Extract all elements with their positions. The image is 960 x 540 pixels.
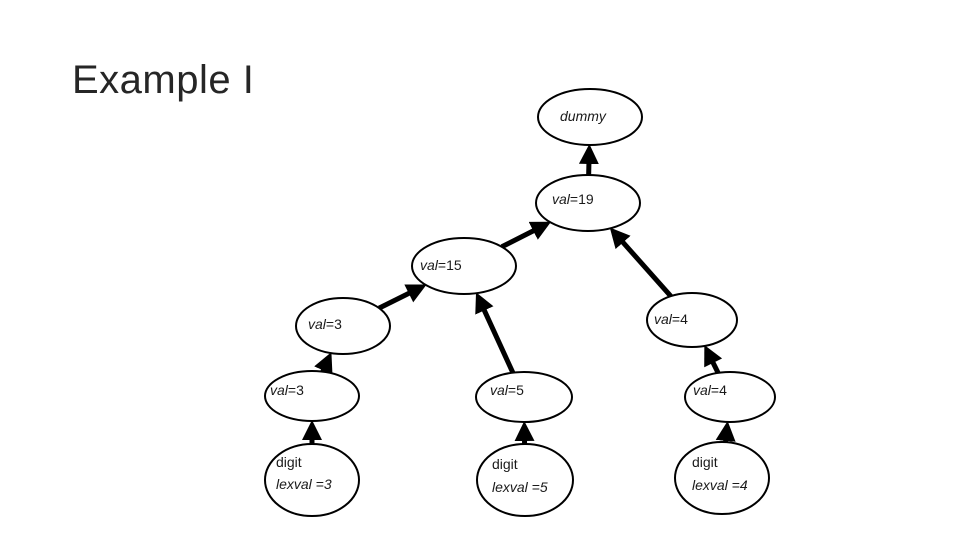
node-ellipse	[264, 370, 360, 422]
node-ellipse	[537, 88, 643, 146]
node-ellipse	[476, 443, 574, 517]
edge-arrow-n4a-to-n19	[609, 227, 673, 298]
node-attribute-label: val=3	[308, 316, 342, 332]
node-attribute-label: lexval =5	[492, 479, 548, 495]
node-attribute-label: lexval =3	[276, 476, 332, 492]
edge-arrow-d4-to-n4b	[715, 420, 736, 443]
node-n3b: val=3	[264, 370, 360, 422]
node-ellipse	[674, 441, 770, 515]
edge-arrow-n15-to-n19	[500, 221, 552, 250]
node-n4b: val=4	[684, 371, 776, 423]
edge-arrow-n5-to-n15	[475, 292, 516, 374]
node-ellipse	[475, 371, 573, 423]
node-ellipse	[535, 174, 641, 232]
node-ellipse	[295, 297, 391, 355]
node-attribute-label: dummy	[560, 108, 607, 124]
node-attribute-label: val=5	[490, 382, 524, 398]
node-attribute-label: val=19	[552, 191, 594, 207]
edge-arrow-n3a-to-n15	[378, 284, 427, 311]
node-line1-label: digit	[492, 456, 518, 472]
node-d4: digit lexval =4	[674, 441, 770, 515]
edges-layer	[302, 143, 736, 445]
nodes-layer: dummy val=19 val=15 val=3 val=4 val=3 val=5 val…	[264, 88, 776, 517]
node-attribute-label: val=3	[270, 382, 304, 398]
node-n3a: val=3	[295, 297, 391, 355]
node-n4a: val=4	[646, 292, 738, 348]
node-attribute-label: val=4	[693, 382, 727, 398]
node-line1-label: digit	[692, 454, 718, 470]
node-ellipse	[411, 237, 517, 295]
node-attribute-label: lexval =4	[692, 477, 748, 493]
node-attribute-label: val=15	[420, 257, 462, 273]
node-line1-label: digit	[276, 454, 302, 470]
node-n19: val=19	[535, 174, 641, 232]
node-attribute-label: val=4	[654, 311, 688, 327]
node-d3: digit lexval =3	[264, 443, 360, 517]
node-ellipse	[684, 371, 776, 423]
node-d5: digit lexval =5	[476, 443, 574, 517]
node-n5: val=5	[475, 371, 573, 423]
edge-arrow-n3b-to-n3a	[314, 352, 333, 375]
node-dummy: dummy	[537, 88, 643, 146]
edge-arrow-n19-to-dummy	[578, 143, 599, 176]
node-ellipse	[264, 443, 360, 517]
slide-title: Example I	[72, 58, 255, 102]
node-n15: val=15	[411, 237, 517, 295]
edge-arrow-n4b-to-n4a	[704, 344, 723, 374]
node-ellipse	[646, 292, 738, 348]
